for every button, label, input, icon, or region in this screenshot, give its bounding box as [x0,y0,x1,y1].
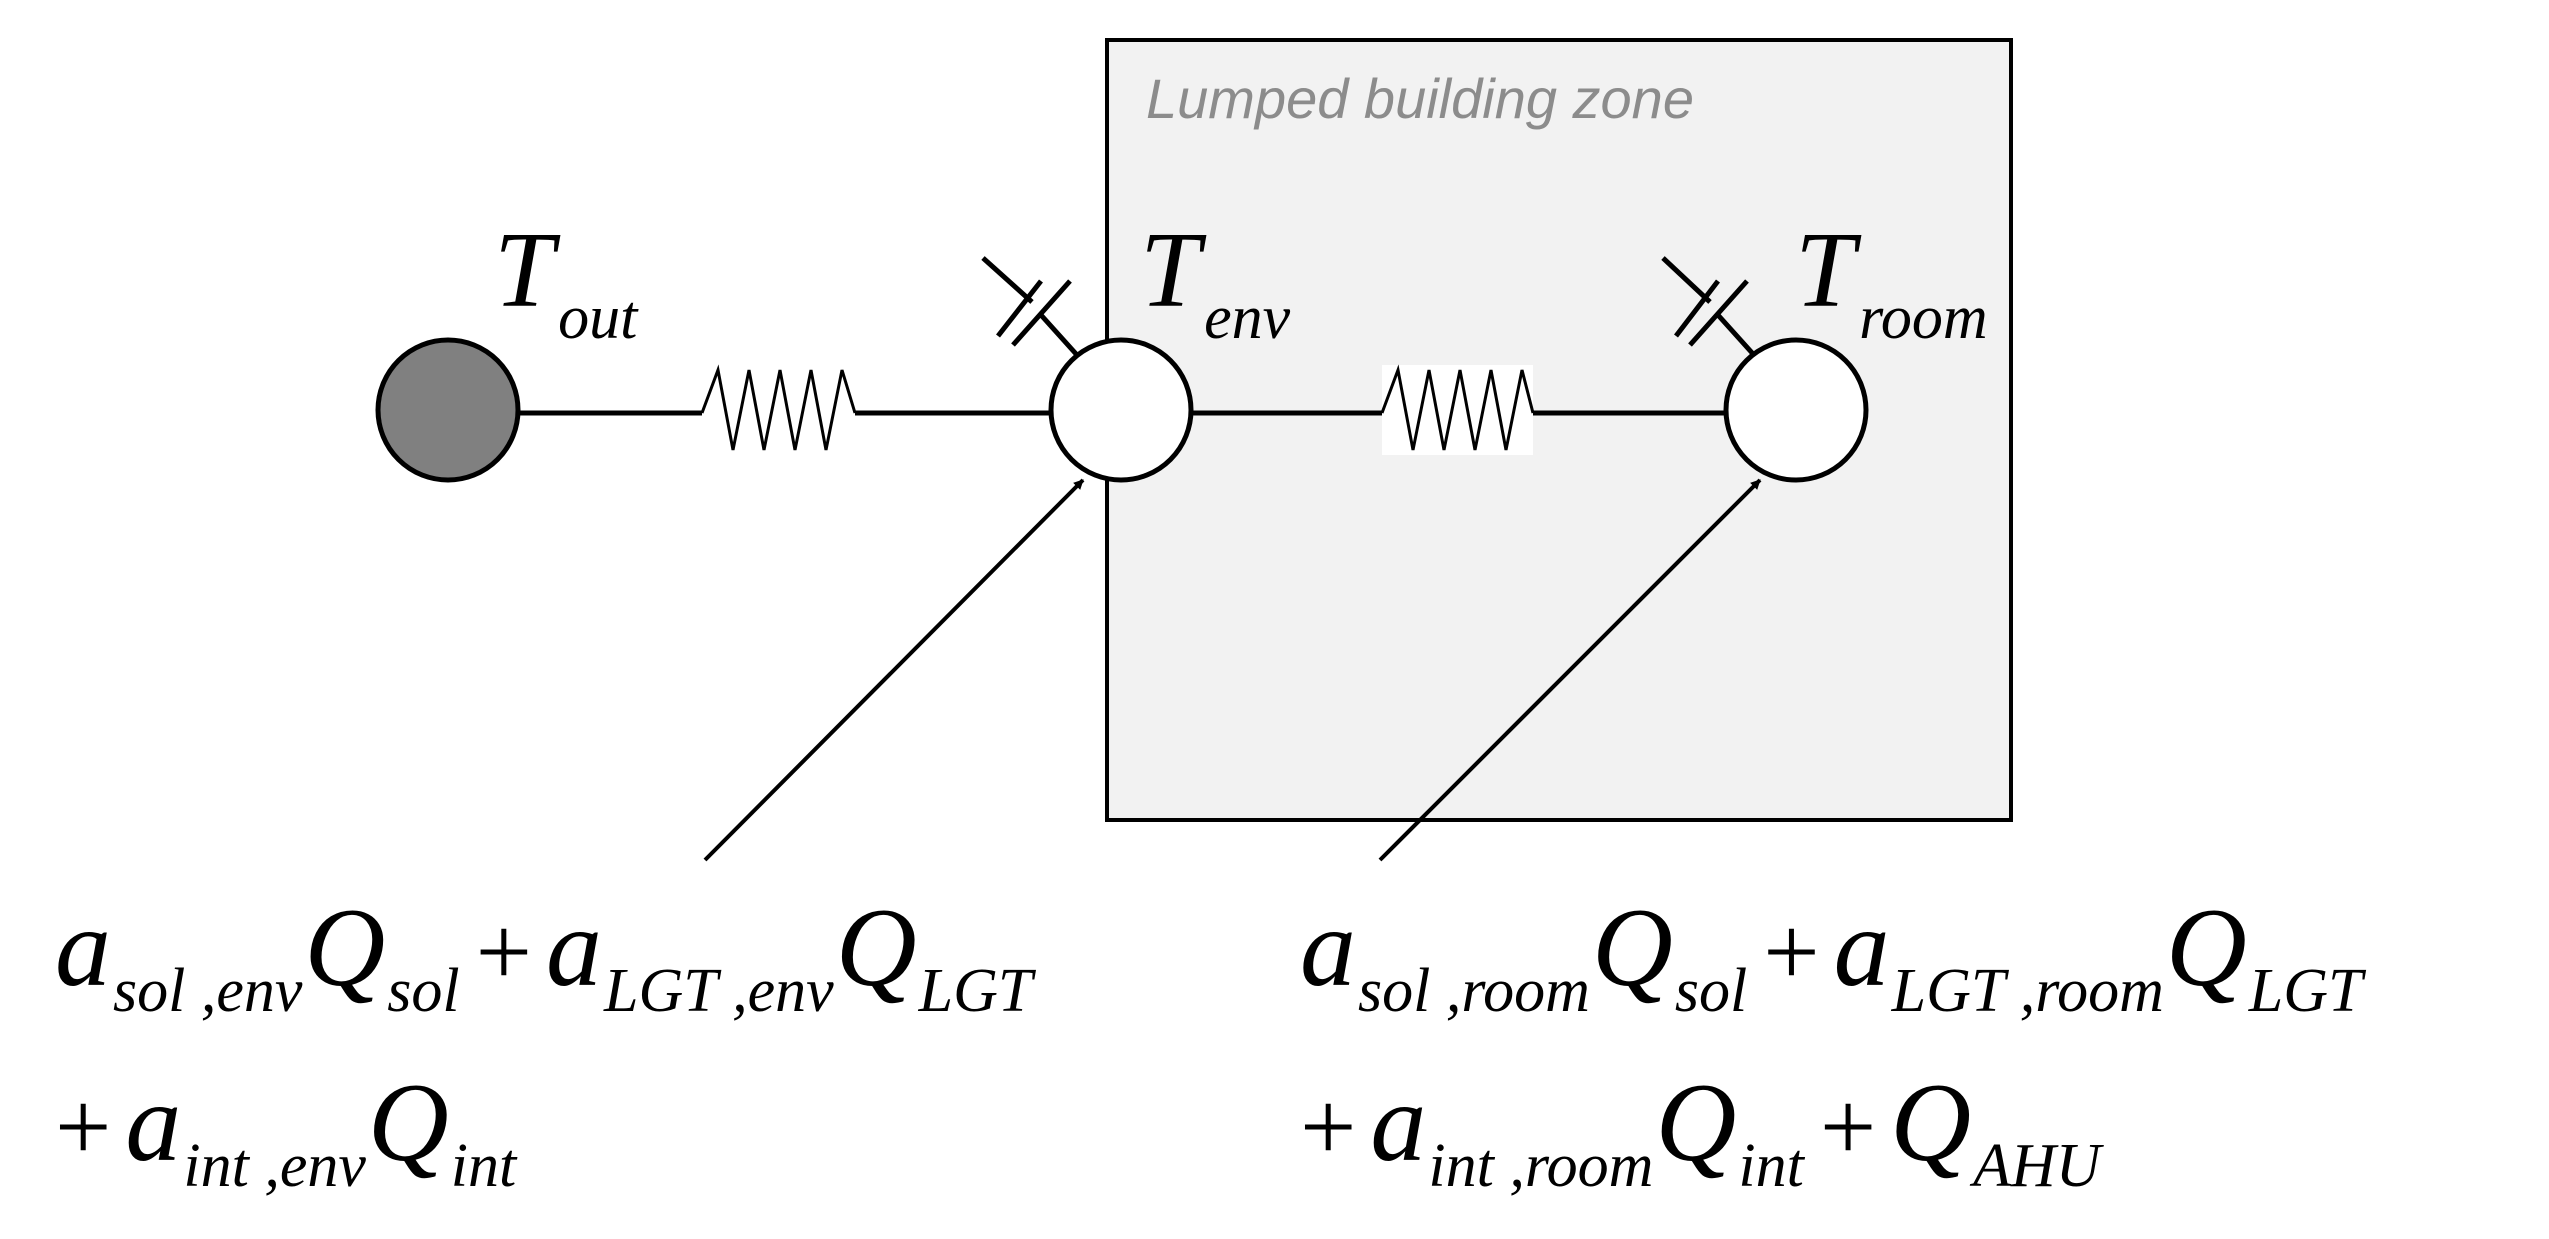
capacitor-room-icon [1661,256,1756,357]
room-heat-gain-arrow [1378,478,1762,862]
equation-symbol: Q [368,1061,449,1185]
equation-symbol: a [125,1061,181,1185]
equation-subscript: AHU [1969,1132,2105,1200]
equation-symbol: Q [836,886,917,1010]
equation-subscript: int [1738,1132,1805,1200]
equation-symbol: a [1834,886,1890,1010]
equation-subscript: LGT ,room [1891,957,2164,1025]
outdoor-temperature-label: Tout [494,211,639,352]
equation-subscript: sol ,room [1358,957,1590,1025]
equation-symbol: Q [1655,1061,1736,1185]
equation-symbol: a [1300,886,1356,1010]
equation-symbol: Q [1890,1061,1971,1185]
envelope-temperature-node [1048,337,1194,483]
env-heat-gain-equation-line1: asol ,envQsol+aLGT ,envQLGT [55,886,1037,1025]
equation-symbol: Q [304,886,385,1010]
resistor-env-room [1380,364,1535,451]
equation-symbol: a [1370,1061,1426,1185]
operator-plus: + [476,896,532,1007]
zone-label: Lumped building zone [1146,67,1694,130]
equation-subscript: sol [387,957,459,1025]
equation-subscript: int [451,1132,518,1200]
equation-subscript: LGT [2248,957,2367,1025]
equation-symbol: Q [2166,886,2247,1010]
capacitor-env-icon [981,256,1079,357]
equation-symbol: a [546,886,602,1010]
operator-plus: + [1820,1071,1876,1182]
env-heat-gain-arrow [703,478,1085,862]
room-heat-gain-equation-line1: asol ,roomQsol+aLGT ,roomQLGT [1300,886,2367,1025]
outdoor-temperature-node [375,337,521,483]
env-heat-gain-equation-line2: +aint ,envQint [55,1061,518,1200]
operator-plus: + [1763,896,1819,1007]
room-temperature-label: Troom [1795,211,1988,352]
operator-plus: + [55,1071,111,1182]
equation-subscript: int ,room [1428,1132,1653,1200]
operator-plus: + [1300,1071,1356,1182]
room-heat-gain-equation-line2: +aint ,roomQint+QAHU [1300,1061,2105,1200]
equation-symbol: a [55,886,111,1010]
lumped-building-zone-box [1105,38,2013,822]
equation-subscript: sol ,env [113,957,303,1025]
equation-subscript: sol [1675,957,1747,1025]
equation-subscript: LGT [918,957,1037,1025]
equation-symbol: Q [1592,886,1673,1010]
equation-subscript: int ,env [183,1132,366,1200]
equation-subscript: LGT ,env [603,957,834,1025]
room-temperature-node [1723,337,1869,483]
envelope-temperature-label: Tenv [1140,211,1291,352]
resistor-out-env [700,364,857,451]
